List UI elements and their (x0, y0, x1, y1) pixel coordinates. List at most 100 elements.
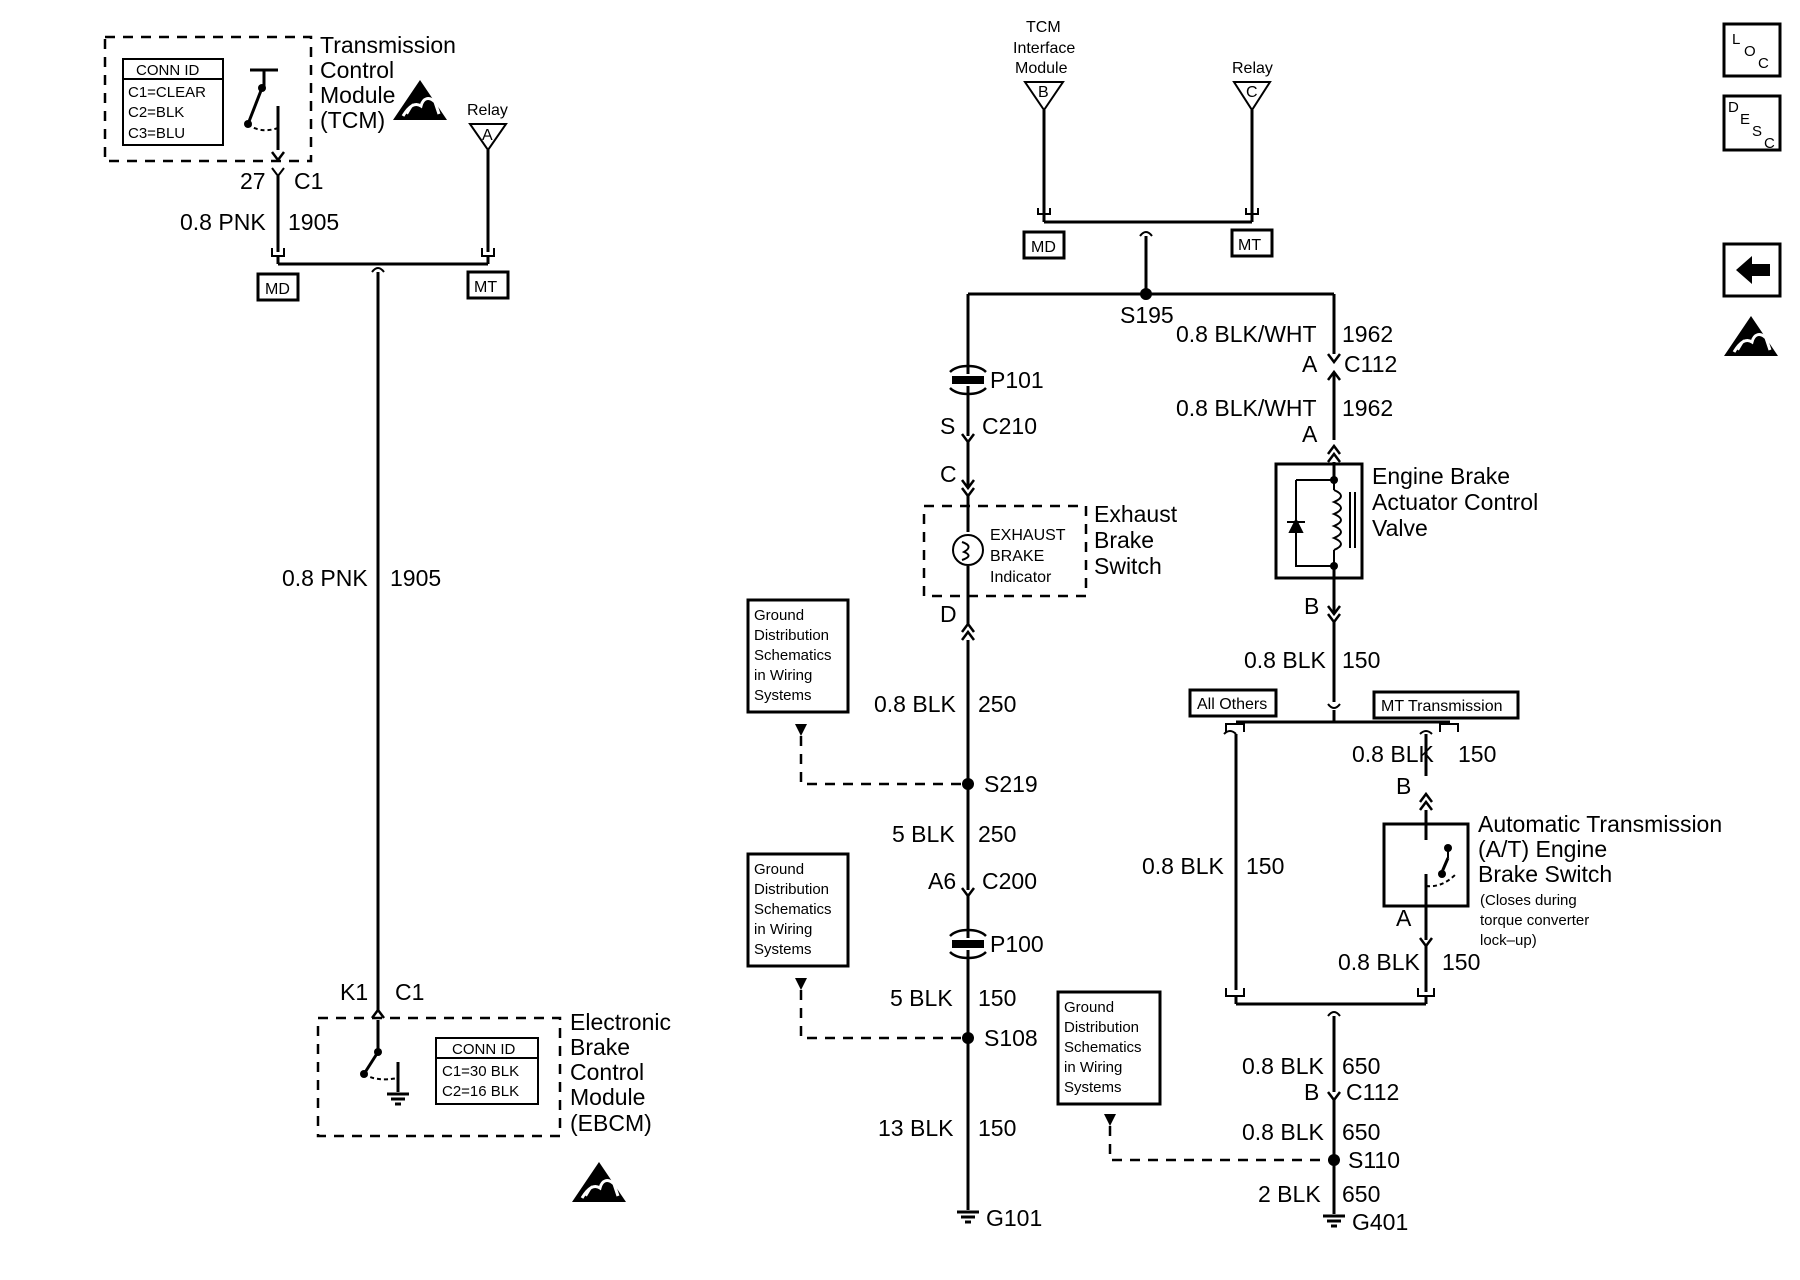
label-p101: P101 (990, 367, 1044, 393)
wire-1905-circuit: 1905 (288, 209, 339, 235)
wire-650-size: 0.8 BLK (1242, 1053, 1324, 1079)
wire-150-circuit-4: 150 (1246, 853, 1284, 879)
wire-150-size-3: 0.8 BLK (1244, 647, 1326, 673)
wire-250-size-2: 5 BLK (892, 821, 955, 847)
tcm-conn-header: CONN ID (136, 62, 200, 79)
pin-d: D (940, 601, 957, 627)
svg-text:Ground: Ground (1064, 999, 1114, 1016)
ground-distribution-reference-2[interactable]: Ground Distribution Schematics in Wiring… (746, 852, 850, 968)
pin-a-at-switch: A (1396, 905, 1412, 931)
svg-text:MT Transmission: MT Transmission (1381, 698, 1503, 715)
svg-text:(Closes during: (Closes during (1480, 892, 1577, 909)
pin-a-c112: A (1302, 351, 1318, 377)
wire-150-circuit-5: 150 (1458, 741, 1496, 767)
pin-b-at-switch: B (1396, 773, 1411, 799)
wire-150-circuit-6: 150 (1442, 949, 1480, 975)
tcm-internal-switch (244, 68, 286, 162)
wire-650-circuit: 650 (1342, 1053, 1380, 1079)
svg-text:MT: MT (1238, 237, 1261, 254)
wire-1962-size-2: 0.8 BLK/WHT (1176, 395, 1317, 421)
wire-250-size: 0.8 BLK (874, 691, 956, 717)
wire-150-size-5: 0.8 BLK (1352, 741, 1434, 767)
connector-c1-ebcm: C1 (395, 979, 424, 1005)
relay-a-reference: Relay A (467, 102, 508, 252)
connector-c1-tcm: C1 (294, 168, 323, 194)
wire-250-circuit-2: 250 (978, 821, 1016, 847)
tcm-outline (103, 35, 313, 163)
option-mt-left: MT (466, 270, 510, 300)
wire-150-circuit-3: 150 (1342, 647, 1380, 673)
ebcm-outline (316, 1016, 562, 1138)
pin-k1: K1 (340, 979, 368, 1005)
svg-text:Switch: Switch (1094, 553, 1162, 579)
svg-text:Distribution: Distribution (754, 881, 829, 898)
svg-text:(TCM): (TCM) (320, 107, 385, 133)
ground-g401-icon (1321, 1214, 1347, 1228)
wire-1962-circuit-2: 1962 (1342, 395, 1393, 421)
option-md-left: MD (256, 272, 300, 302)
svg-text:C: C (1758, 55, 1769, 72)
svg-text:Indicator: Indicator (990, 569, 1052, 586)
back-arrow-icon[interactable] (1722, 242, 1782, 298)
svg-text:Systems: Systems (754, 687, 812, 704)
wire-1905-circuit-2: 1905 (390, 565, 441, 591)
wire-150-size: 5 BLK (890, 985, 953, 1011)
connector-c210: C210 (982, 413, 1037, 439)
svg-text:Distribution: Distribution (754, 627, 829, 644)
svg-text:D: D (1728, 99, 1739, 116)
wire-150-circuit: 150 (978, 985, 1016, 1011)
svg-text:Module: Module (320, 82, 395, 108)
label-p100: P100 (990, 931, 1044, 957)
wire-650-circuit-3: 650 (1342, 1181, 1380, 1207)
wire-650-circuit-2: 650 (1342, 1119, 1380, 1145)
ground-distribution-reference-1[interactable]: Ground Distribution Schematics in Wiring… (746, 598, 850, 714)
option-mt-center: MT (1230, 228, 1274, 258)
label-g101: G101 (986, 1205, 1042, 1231)
wire-650-size-3: 2 BLK (1258, 1181, 1321, 1207)
exhaust-brake-indicator-lamp-icon (952, 534, 984, 566)
wire-1962-size: 0.8 BLK/WHT (1176, 321, 1317, 347)
svg-text:Automatic Transmission: Automatic Transmission (1478, 811, 1722, 837)
svg-text:C: C (1764, 135, 1775, 152)
svg-text:lock–up): lock–up) (1480, 932, 1537, 949)
pin-a-valve: A (1302, 421, 1318, 447)
loc-button[interactable]: L O C (1722, 22, 1782, 78)
option-mt-transmission: MT Transmission (1372, 690, 1520, 720)
svg-text:in Wiring: in Wiring (754, 921, 812, 938)
esd-icon (570, 1160, 628, 1204)
esd-icon (391, 78, 449, 122)
pin-b-valve: B (1304, 593, 1319, 619)
wire-150-circuit-2: 150 (978, 1115, 1016, 1141)
pin-27: 27 (240, 168, 266, 194)
wire-1905-size-2: 0.8 PNK (282, 565, 368, 591)
svg-text:in Wiring: in Wiring (1064, 1059, 1122, 1076)
ebcm-label: Electronic Brake Control Module (EBCM) (570, 1009, 671, 1136)
pin-b-c112: B (1304, 1079, 1319, 1105)
at-engine-brake-switch (1382, 810, 1470, 908)
svg-text:Transmission: Transmission (320, 32, 456, 58)
engine-brake-actuator-valve (1274, 462, 1364, 580)
ground-g101-icon (955, 1210, 981, 1224)
exhaust-brake-switch-outline (922, 504, 1088, 598)
ground-distribution-reference-3[interactable]: Ground Distribution Schematics in Wiring… (1056, 990, 1162, 1106)
svg-text:in Wiring: in Wiring (754, 667, 812, 684)
svg-text:E: E (1740, 111, 1750, 128)
label-s108: S108 (984, 1025, 1038, 1051)
relay-c-reference: Relay C (1232, 60, 1273, 214)
pin-a6: A6 (928, 868, 956, 894)
svg-text:Brake: Brake (570, 1034, 630, 1060)
svg-text:B: B (1038, 84, 1049, 101)
svg-text:Module: Module (1015, 60, 1068, 77)
option-all-others: All Others (1188, 688, 1278, 718)
wire-650-size-2: 0.8 BLK (1242, 1119, 1324, 1145)
option-md-center: MD (1022, 230, 1066, 260)
pin-s: S (940, 413, 955, 439)
tcm-interface-module-reference: TCM Interface Module B (1013, 19, 1075, 214)
svg-text:Actuator Control: Actuator Control (1372, 489, 1538, 515)
wire-1962-circuit: 1962 (1342, 321, 1393, 347)
svg-text:CONN ID: CONN ID (452, 1041, 516, 1058)
svg-text:MD: MD (1031, 239, 1056, 256)
svg-text:Engine Brake: Engine Brake (1372, 463, 1510, 489)
desc-button[interactable]: D E S C (1722, 94, 1782, 152)
